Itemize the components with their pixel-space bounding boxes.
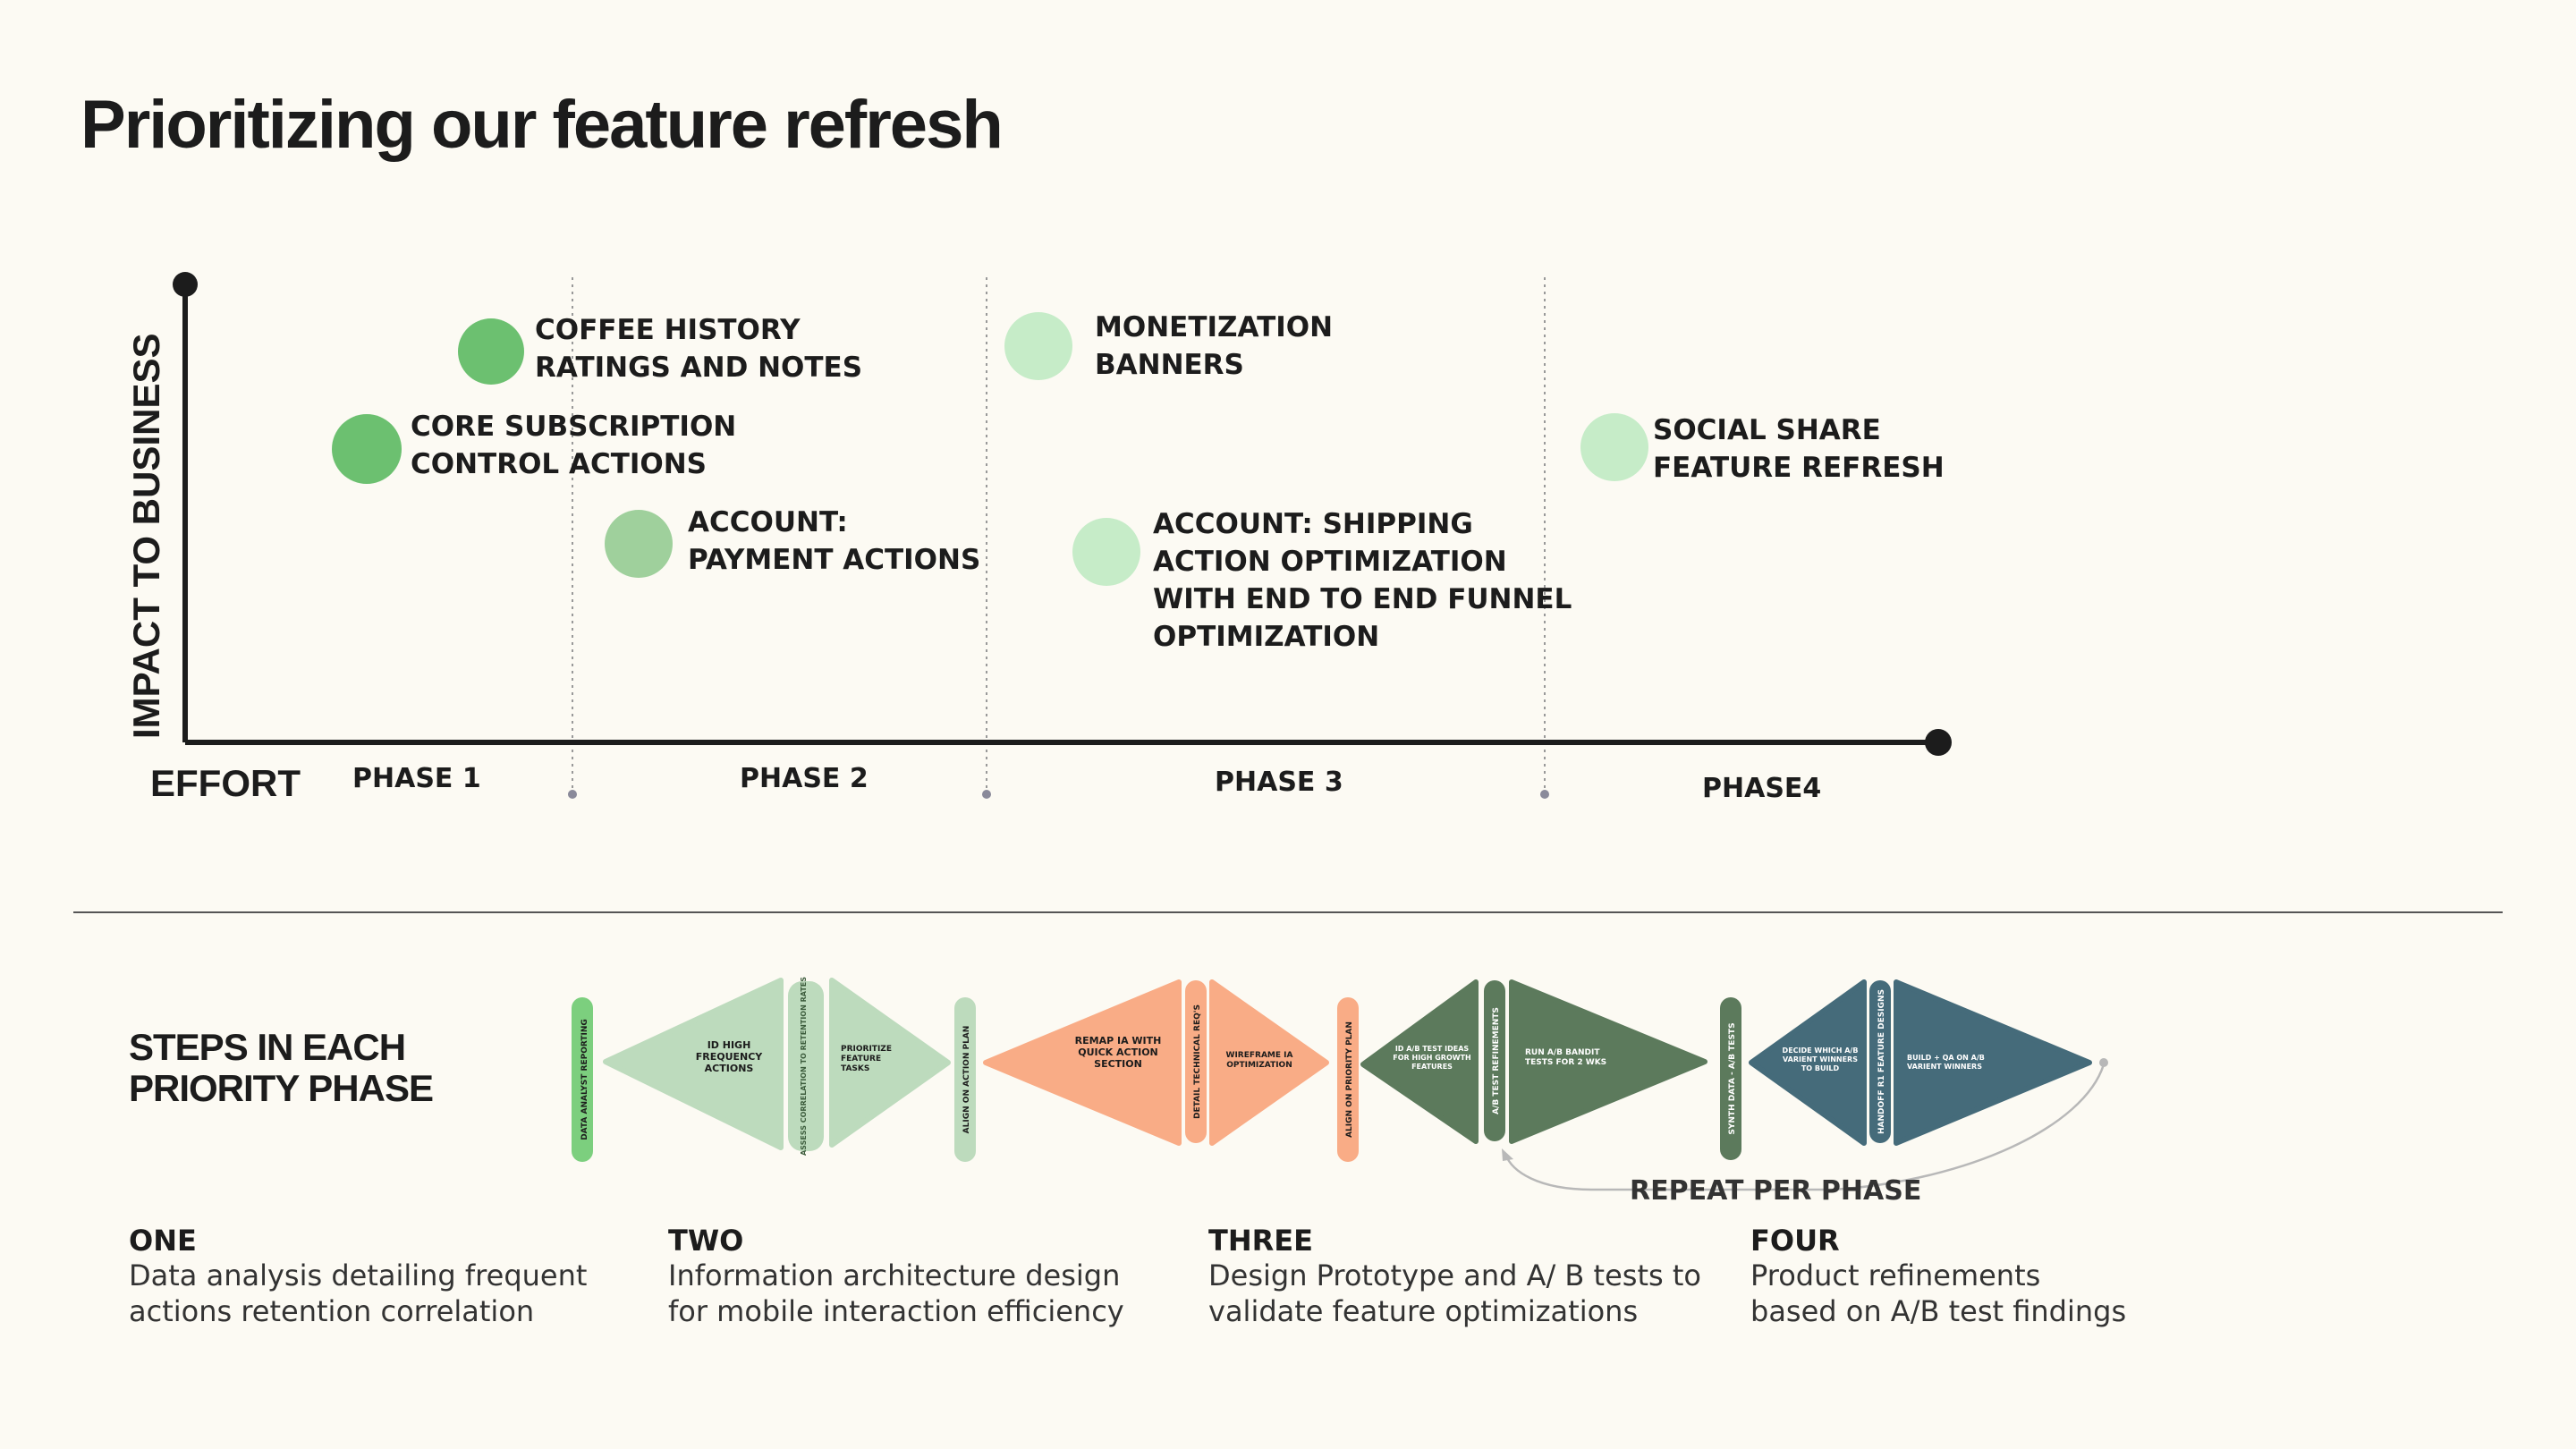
flow-pill-synth-data [1720,997,1741,1160]
phase-heading: FOUR [1750,1224,1840,1258]
flow-pill-assess-correlation [788,981,824,1151]
flow-label: DATA ANALYST REPORTING [580,1019,589,1140]
phase-divider-dot [982,790,991,799]
flow-pill-detail-technical [1185,980,1207,1143]
item-label-account-payment: ACCOUNT:PAYMENT ACTIONS [688,506,981,576]
phase-label: PHASE4 [1702,773,1822,804]
phase-description-three: THREE Design Prototype and A/ B tests to… [1208,1224,1701,1328]
flow-pill-align-priority-plan [1337,997,1359,1162]
phase-divider-dot [568,790,577,799]
phase-label: PHASE 2 [740,763,869,794]
page-title: Prioritizing our feature refresh [80,87,1004,163]
flow-label: ID HIGH FREQUENCY ACTIONS [695,1039,763,1074]
flow-triangle-build-qa [1894,979,2092,1146]
phase-description-two: TWO Information architecture design for … [668,1224,1124,1328]
flow-triangle-run-ab-bandit [1509,979,1707,1144]
phase-description-four: FOUR Product refinements based on A/B te… [1750,1224,2127,1328]
flow-label: REMAP IA WITH QUICK ACTION SECTION [1074,1035,1162,1070]
x-axis-label: EFFORT [150,762,301,804]
flow-label: PRIORITIZE FEATURE TASKS [841,1045,892,1073]
flow-label: RUN A/B BANDIT TESTS FOR 2 WKS [1525,1048,1607,1067]
flow-label: ID A/B TEST IDEAS FOR HIGH GROWTH FEATUR… [1393,1045,1471,1071]
flow-label: ALIGN ON ACTION PLAN [962,1026,971,1134]
flow-label: DECIDE WHICH A/B VARIENT WINNERS TO BUIL… [1782,1046,1859,1072]
flow-label: ASSESS CORRELATION TO RETENTION RATES [800,977,808,1156]
flow-label: SYNTH DATA - A/B TESTS [1728,1022,1737,1134]
phase-heading: TWO [668,1224,744,1258]
flow-triangle-wireframe [1209,979,1329,1146]
item-dot-core-subscription [332,414,402,484]
phase-label: PHASE 3 [1215,767,1343,798]
flow-label: A/B TEST REFINEMENTS [1492,1007,1501,1114]
flow-triangle-remap-ia [983,979,1182,1146]
item-dot-monetization [1004,312,1072,380]
flow-pill-handoff [1869,980,1891,1143]
flow-triangle-decide-winners [1749,979,1867,1146]
flow-triangle-id-high-frequency [603,978,784,1150]
phase-description-one: ONE Data analysis detailing frequent act… [129,1224,588,1328]
flow-triangle-prioritize [829,978,951,1148]
repeat-loop-arrow [1504,1063,2106,1191]
item-dot-account-shipping [1072,518,1140,586]
flow-pill-ab-test-refinements [1484,980,1505,1141]
item-dot-account-payment [605,510,673,578]
flow-triangle-id-ab-test [1360,979,1479,1144]
flow-label: DETAIL TECHNICAL REQ'S [1193,1004,1202,1119]
flow-pill-data-analyst-reporting [572,997,593,1162]
flow-pill-align-action-plan [954,997,976,1162]
phase-divider-dot [1540,790,1549,799]
y-axis-end-dot [173,272,198,297]
flow-label: HANDOFF R1 FEATURE DESIGNS [1877,989,1886,1134]
flow-label: BUILD + QA ON A/B VARIENT WINNERS [1907,1054,1985,1071]
phase-heading: THREE [1208,1224,1313,1258]
repeat-per-phase-label: REPEAT PER PHASE [1630,1175,1922,1207]
flow-label: WIREFRAME IA OPTIMIZATION [1225,1051,1293,1070]
x-axis-end-dot [1925,729,1952,756]
phase-label: PHASE 1 [352,763,481,794]
flow-label: ALIGN ON PRIORITY PLAN [1345,1021,1354,1138]
repeat-loop-arrowhead [1502,1148,1513,1161]
item-dot-coffee-history [458,318,524,385]
repeat-loop-start-dot [2099,1058,2108,1067]
phase-heading: ONE [129,1224,197,1258]
item-dot-social-share [1580,413,1648,481]
